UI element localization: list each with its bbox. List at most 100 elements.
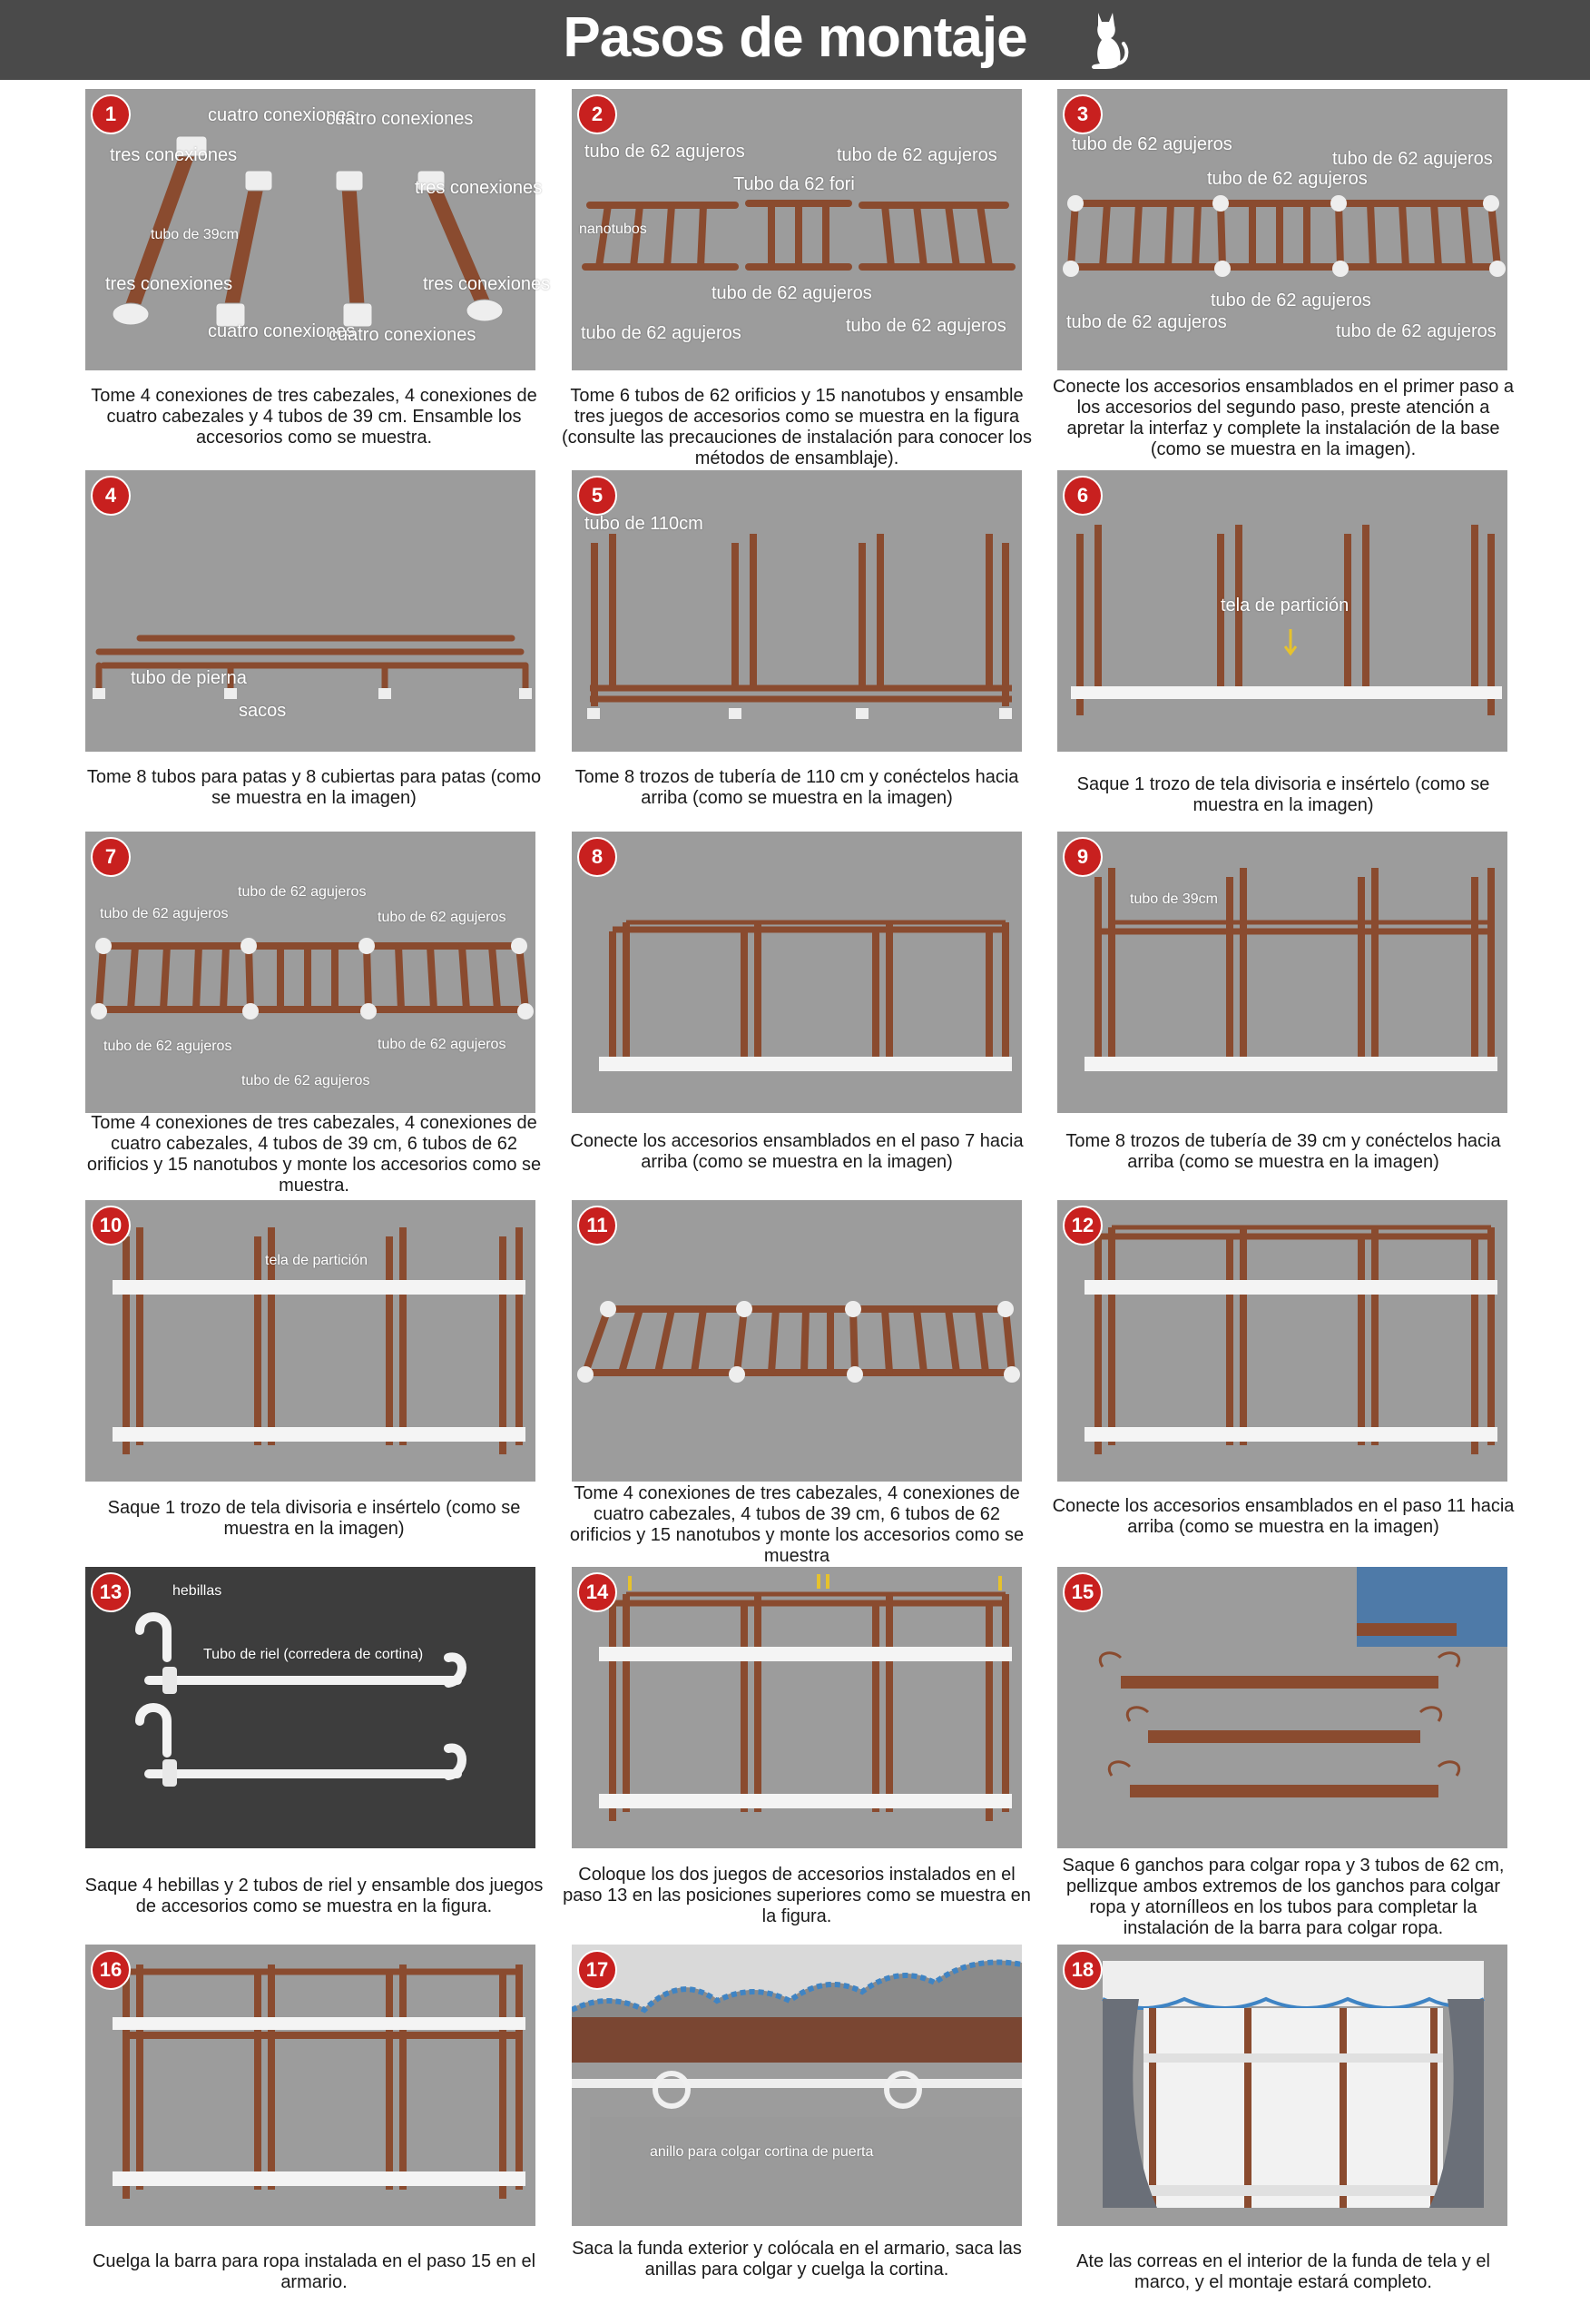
step-7-label: tubo de 62 agujeros bbox=[378, 1037, 506, 1052]
step-4-illustration bbox=[85, 470, 535, 752]
step-3-label: tubo de 62 agujeros bbox=[1072, 134, 1232, 154]
step-18-caption: Ate las correas en el interior de la fun… bbox=[1076, 2251, 1490, 2292]
step-8-illustration bbox=[572, 832, 1022, 1113]
step-1-label: tubo de 39cm bbox=[151, 227, 239, 242]
step-10-frame-art bbox=[113, 1227, 525, 1454]
step-3-label: tubo de 62 agujeros bbox=[1332, 149, 1493, 169]
step-4-legs-art bbox=[93, 635, 532, 699]
step-1-label: tres conexiones bbox=[415, 178, 543, 198]
step-7-label: tubo de 62 agujeros bbox=[238, 884, 367, 900]
step-number-badge: 10 bbox=[91, 1206, 131, 1246]
step-1-illustration bbox=[85, 89, 535, 370]
step-15-caption: Saque 6 ganchos para colgar ropa y 3 tub… bbox=[1062, 1856, 1505, 1938]
step-2-illustration bbox=[572, 89, 1022, 370]
step-12-caption: Conecte los accesorios ensamblados en el… bbox=[1052, 1496, 1515, 1537]
step-10-label: tela de partición bbox=[265, 1253, 368, 1268]
step-15-hanger-art bbox=[1099, 1567, 1507, 1797]
step-7-label: tubo de 62 agujeros bbox=[100, 906, 229, 921]
step-number-badge: 4 bbox=[91, 476, 131, 516]
step-number-badge: 1 bbox=[91, 94, 131, 134]
step-16-frame-art bbox=[113, 1965, 525, 2199]
step-17-curtain-art bbox=[572, 1945, 1022, 2226]
step-11-frame-art bbox=[577, 1301, 1020, 1383]
step-17-caption: Saca la funda exterior y colócala en el … bbox=[572, 2239, 1022, 2280]
step-2-label: tubo de 62 agujeros bbox=[584, 142, 745, 162]
step-1-label: cuatro conexiones bbox=[326, 109, 474, 129]
step-number-badge: 13 bbox=[91, 1572, 131, 1612]
step-9-frame-art bbox=[1085, 868, 1497, 1071]
step-number-badge: 17 bbox=[577, 1950, 617, 1990]
step-number-badge: 11 bbox=[577, 1206, 617, 1246]
step-2-label: tubo de 62 agujeros bbox=[837, 145, 997, 165]
step-1-label: tres conexiones bbox=[110, 145, 238, 165]
step-2-caption: Tome 6 tubos de 62 orificios y 15 nanotu… bbox=[561, 386, 1033, 468]
step-number-badge: 16 bbox=[91, 1950, 131, 1990]
step-7-frame-art bbox=[91, 938, 534, 1019]
step-2-label: Tubo da 62 fori bbox=[733, 174, 855, 194]
step-number-badge: 5 bbox=[577, 476, 617, 516]
step-number-badge: 18 bbox=[1063, 1950, 1103, 1990]
step-13-label: hebillas bbox=[172, 1583, 222, 1599]
step-13-caption: Saque 4 hebillas y 2 tubos de riel y ens… bbox=[84, 1876, 544, 1916]
step-1-label: cuatro conexiones bbox=[208, 321, 356, 341]
step-10-illustration bbox=[85, 1200, 535, 1482]
page-title: Pasos de montaje bbox=[563, 6, 1027, 69]
step-4-label: tubo de pierna bbox=[131, 668, 247, 688]
step-5-caption: Tome 8 trozos de tubería de 110 cm y con… bbox=[574, 767, 1019, 808]
step-number-badge: 8 bbox=[577, 837, 617, 877]
step-7-illustration bbox=[85, 832, 535, 1113]
step-17-illustration bbox=[572, 1945, 1022, 2226]
step-14-frame-art bbox=[599, 1574, 1012, 1821]
step-6-caption: Saque 1 trozo de tela divisoria e insért… bbox=[1076, 774, 1490, 815]
step-15-illustration bbox=[1057, 1567, 1507, 1848]
step-3-label: tubo de 62 agujeros bbox=[1066, 312, 1227, 332]
step-8-caption: Conecte los accesorios ensamblados en el… bbox=[570, 1131, 1024, 1172]
step-12-frame-art bbox=[1085, 1225, 1497, 1454]
step-14-caption: Coloque los dos juegos de accesorios ins… bbox=[563, 1865, 1031, 1926]
step-3-base-art bbox=[1063, 195, 1506, 277]
step-3-label: tubo de 62 agujeros bbox=[1207, 169, 1368, 189]
step-number-badge: 12 bbox=[1063, 1206, 1103, 1246]
step-18-wardrobe-art bbox=[1102, 1961, 1485, 2208]
step-13-illustration bbox=[85, 1567, 535, 1848]
step-9-caption: Tome 8 trozos de tubería de 39 cm y coné… bbox=[1065, 1131, 1501, 1172]
step-number-badge: 9 bbox=[1063, 837, 1103, 877]
step-5-uprights-art bbox=[587, 534, 1012, 719]
step-number-badge: 2 bbox=[577, 94, 617, 134]
step-1-caption: Tome 4 conexiones de tres cabezales, 4 c… bbox=[91, 386, 537, 448]
step-13-rail-art bbox=[135, 1612, 466, 1787]
step-7-label: tubo de 62 agujeros bbox=[378, 910, 506, 925]
step-number-badge: 6 bbox=[1063, 476, 1103, 516]
step-number-badge: 15 bbox=[1063, 1572, 1103, 1612]
step-7-label: tubo de 62 agujeros bbox=[103, 1039, 232, 1054]
step-2-panels-art bbox=[582, 200, 1016, 271]
step-10-caption: Saque 1 trozo de tela divisoria e insért… bbox=[107, 1498, 521, 1539]
step-1-connectors-art bbox=[112, 135, 504, 328]
step-3-caption: Conecte los accesorios ensamblados en el… bbox=[1052, 377, 1515, 459]
step-2-label: tubo de 62 agujeros bbox=[712, 283, 872, 303]
header-bar: Pasos de montaje bbox=[0, 0, 1590, 80]
step-1-label: tres conexiones bbox=[423, 274, 551, 294]
step-16-caption: Cuelga la barra para ropa instalada en e… bbox=[92, 2251, 536, 2292]
step-2-label: nanotubos bbox=[579, 222, 647, 237]
step-2-label: tubo de 62 agujeros bbox=[846, 316, 1006, 336]
step-5-label: tubo de 110cm bbox=[584, 514, 703, 534]
step-number-badge: 14 bbox=[577, 1572, 617, 1612]
step-2-label: tubo de 62 agujeros bbox=[581, 323, 741, 343]
step-13-label: Tubo de riel (corredera de cortina) bbox=[203, 1647, 424, 1662]
step-9-illustration bbox=[1057, 832, 1507, 1113]
step-6-label: tela de partición bbox=[1221, 596, 1350, 615]
step-8-frame-art bbox=[599, 920, 1012, 1071]
step-16-illustration bbox=[85, 1945, 535, 2226]
step-11-caption: Tome 4 conexiones de tres cabezales, 4 c… bbox=[569, 1483, 1025, 1566]
step-3-illustration bbox=[1057, 89, 1507, 370]
step-6-illustration bbox=[1057, 470, 1507, 752]
step-7-caption: Tome 4 conexiones de tres cabezales, 4 c… bbox=[86, 1113, 542, 1196]
step-3-label: tubo de 62 agujeros bbox=[1211, 290, 1371, 310]
step-12-illustration bbox=[1057, 1200, 1507, 1482]
step-17-label: anillo para colgar cortina de puerta bbox=[650, 2144, 874, 2160]
step-14-illustration bbox=[572, 1567, 1022, 1848]
cat-icon bbox=[1092, 13, 1129, 69]
step-3-label: tubo de 62 agujeros bbox=[1336, 321, 1497, 341]
step-11-illustration bbox=[572, 1200, 1022, 1482]
